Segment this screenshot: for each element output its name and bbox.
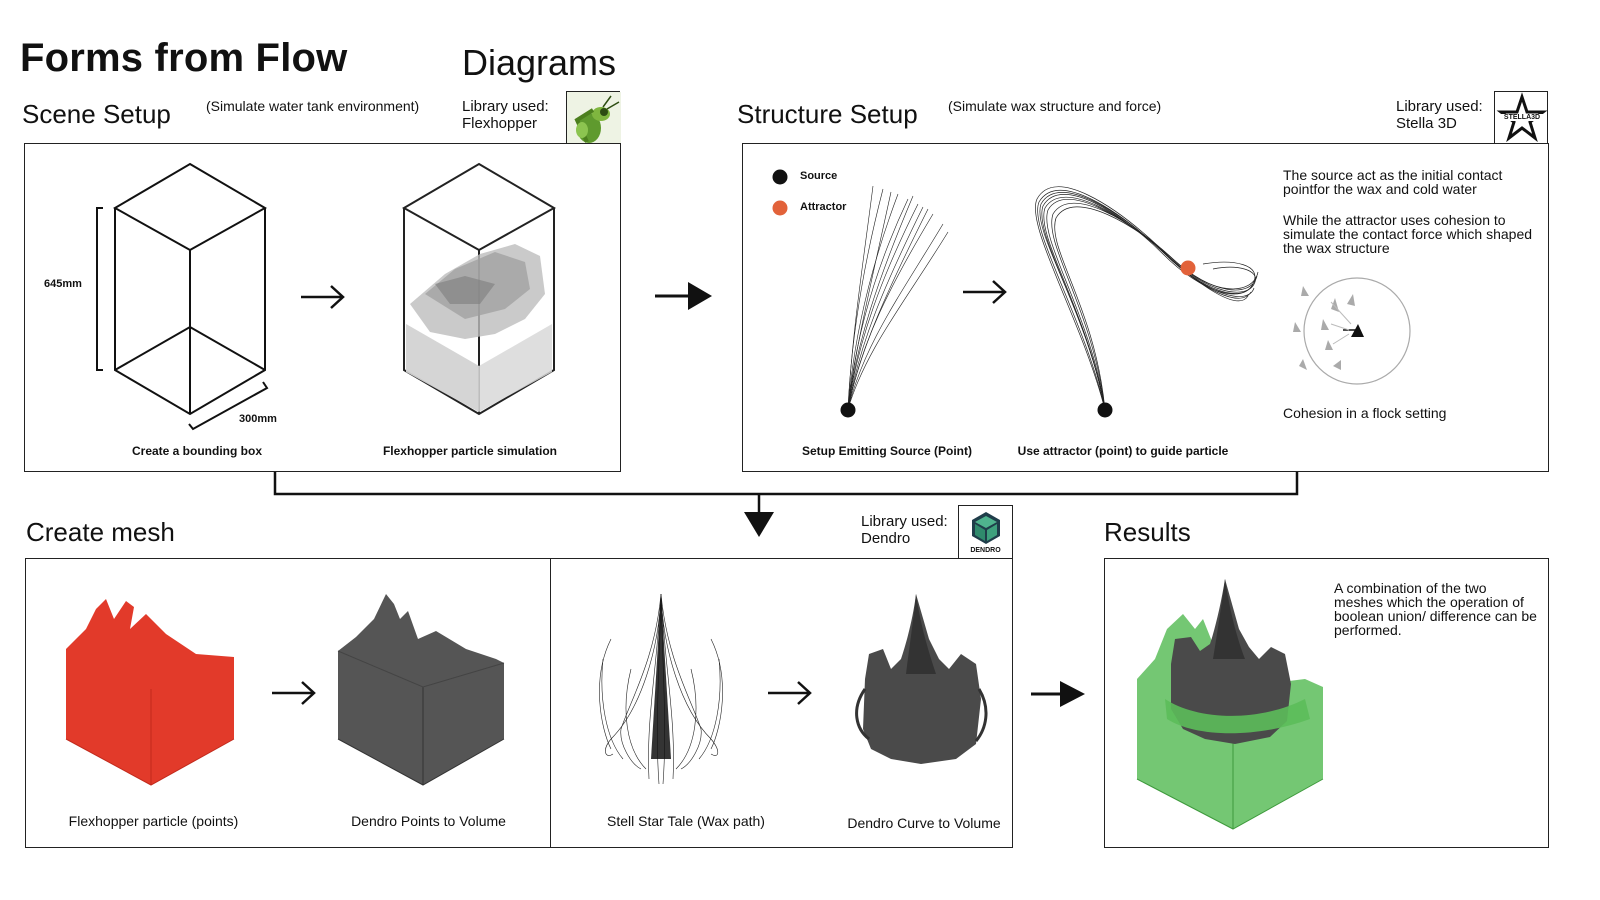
structure-setup-heading: Structure Setup [737, 99, 918, 129]
points-to-volume-drawing [65, 594, 505, 786]
create-mesh-panel-curves: Stell Star Tale (Wax path) Dendro Curve … [550, 558, 1013, 848]
arrow-right-large-icon [655, 282, 712, 310]
results-drawing [1136, 579, 1324, 830]
water-particle-cloud [406, 244, 552, 412]
results-heading: Results [1104, 517, 1191, 547]
arrow-right-icon [963, 280, 1007, 304]
red-particle-block [65, 599, 235, 786]
create-mesh-panel-points: Flexhopper particle (points) Dendro Poin… [25, 558, 552, 848]
source-point-right [1097, 402, 1113, 418]
stella3d-logo: STELLA3D [1494, 91, 1548, 145]
green-overlay-band [1165, 699, 1310, 734]
arrow-down-icon [744, 512, 774, 537]
results-panel: A combination of the two meshes which th… [1104, 558, 1549, 848]
caption-flexhopper-particle-points: Flexhopper particle (points) [68, 813, 239, 829]
stella3d-logo-text: STELLA3D [1497, 114, 1547, 121]
arrow-right-icon [768, 681, 812, 705]
library-label-line1: Library used: [861, 513, 948, 530]
dendro-logo: DENDRO [958, 505, 1013, 559]
merge-bracket [273, 472, 1299, 515]
library-label-line1: Library used: [462, 98, 549, 115]
page-title: Forms from Flow [20, 36, 348, 80]
arrow-right-icon [301, 285, 345, 309]
dendro-library-label: Library used: Dendro [861, 513, 948, 547]
guided-strands [1035, 186, 1259, 411]
arrow-right-results-icon [1031, 681, 1085, 707]
caption-stell-star-tale: Stell Star Tale (Wax path) [607, 813, 765, 829]
emitting-strands [847, 185, 949, 410]
create-mesh-heading: Create mesh [26, 517, 175, 547]
attractor-legend-dot [772, 200, 788, 216]
source-legend-dot [772, 169, 788, 185]
flexhopper-logo [566, 91, 621, 146]
caption-use-attractor: Use attractor (point) to guide particle [1017, 444, 1229, 458]
width-label: 300mm [239, 413, 277, 425]
dark-wax-volume [1171, 579, 1291, 744]
cube-icon [972, 512, 1000, 544]
structure-setup-note: (Simulate wax structure and force) [948, 98, 1162, 114]
attractor-description: While the attractor uses cohesion to sim… [1283, 212, 1533, 256]
structure-setup-panel: Source Attractor The source act as the i… [742, 143, 1549, 472]
dark-curve-volume [855, 594, 988, 764]
legend-attractor-label: Attractor [800, 201, 847, 213]
library-label-line2: Flexhopper [462, 115, 538, 132]
caption-setup-emitting-source: Setup Emitting Source (Point) [802, 444, 972, 458]
scene-setup-drawing [96, 162, 557, 431]
structure-setup-drawing [772, 169, 1411, 418]
flexhopper-library-label: Library used: Flexhopper [462, 98, 549, 132]
library-label-line2: Stella 3D [1396, 115, 1457, 132]
wax-path-core [651, 594, 671, 759]
caption-dendro-curve-to-volume: Dendro Curve to Volume [847, 815, 1001, 831]
width-dimension-line [188, 381, 269, 431]
grasshopper-icon [567, 92, 621, 146]
page-subtitle: Diagrams [462, 42, 617, 83]
dendro-logo-text: DENDRO [970, 547, 1001, 554]
scene-setup-heading: Scene Setup [22, 99, 171, 129]
scene-setup-panel: 645mm 300mm Create a bounding box Flexho… [24, 143, 621, 472]
scene-setup-note: (Simulate water tank environment) [206, 98, 420, 114]
library-label-line2: Dendro [861, 530, 911, 547]
caption-dendro-points-to-volume: Dendro Points to Volume [351, 813, 506, 829]
source-point-left [840, 402, 856, 418]
source-description: The source act as the initial contact po… [1283, 167, 1503, 197]
gray-volume-block [337, 594, 505, 786]
stella-library-label: Library used: Stella 3D [1396, 98, 1483, 132]
star-icon [1496, 92, 1548, 143]
bounding-box-wireframe [112, 162, 268, 416]
legend-source-label: Source [800, 170, 838, 182]
attractor-point [1180, 260, 1196, 276]
height-dimension-line [96, 207, 103, 371]
cohesion-caption: Cohesion in a flock setting [1283, 405, 1447, 421]
library-label-line1: Library used: [1396, 98, 1483, 115]
cohesion-flock-diagram [1293, 277, 1411, 385]
curve-to-volume-drawing [599, 593, 988, 785]
arrow-right-icon [272, 681, 316, 705]
results-description: A combination of the two meshes which th… [1334, 580, 1537, 638]
caption-flexhopper-simulation: Flexhopper particle simulation [382, 444, 558, 458]
height-label: 645mm [44, 278, 82, 290]
caption-create-bounding-box: Create a bounding box [131, 444, 262, 458]
